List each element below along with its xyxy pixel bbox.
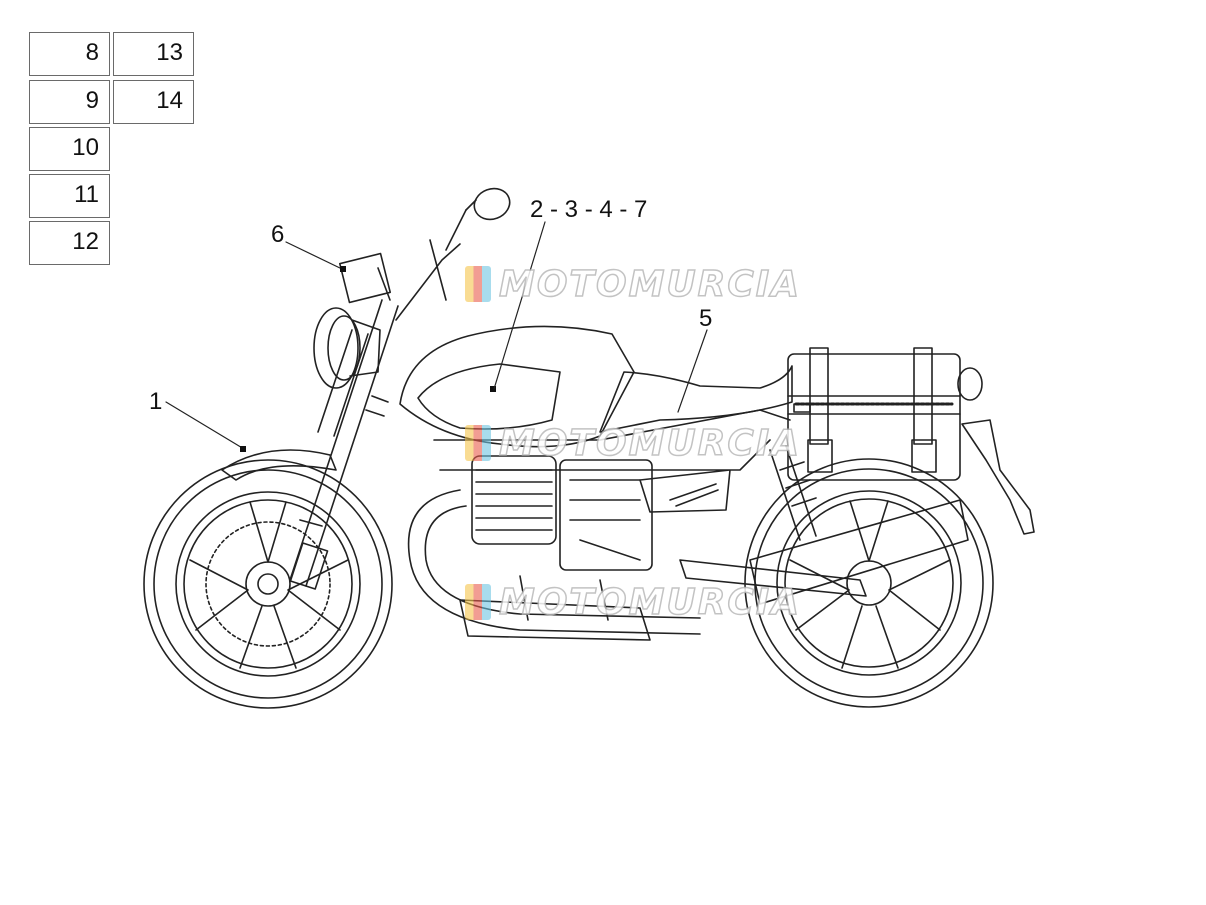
- saddle-bag: [787, 347, 983, 481]
- handlebar-mirror: [395, 187, 511, 321]
- callout-1: 1: [149, 388, 163, 415]
- fuel-tank: [399, 325, 635, 448]
- front-fork: [289, 299, 399, 590]
- rear-shock: [769, 445, 817, 541]
- callout-5: 5: [699, 305, 713, 332]
- grid-cell-8: 8: [29, 32, 110, 76]
- frame: [433, 409, 791, 513]
- grid-cell-13: 13: [113, 32, 194, 76]
- grid-cell-10: 10: [29, 127, 110, 171]
- grid-cell-14: 14: [113, 80, 194, 124]
- callout-2-3-4-7: 2 - 3 - 4 - 7: [530, 196, 648, 223]
- license-plate-holder: [961, 419, 1035, 535]
- leader-lines: [165, 221, 708, 450]
- front-fender: [221, 449, 337, 481]
- engine: [459, 455, 653, 641]
- grid-cell-9: 9: [29, 80, 110, 124]
- swingarm: [679, 559, 867, 597]
- grid-cell-11: 11: [29, 174, 110, 218]
- headlight: [313, 307, 381, 389]
- seat: [599, 365, 793, 433]
- grid-cell-12: 12: [29, 221, 110, 265]
- rear-wheel: [744, 458, 994, 708]
- callout-6: 6: [271, 221, 285, 248]
- instrument-cluster: [338, 252, 392, 304]
- front-wheel: [143, 459, 393, 709]
